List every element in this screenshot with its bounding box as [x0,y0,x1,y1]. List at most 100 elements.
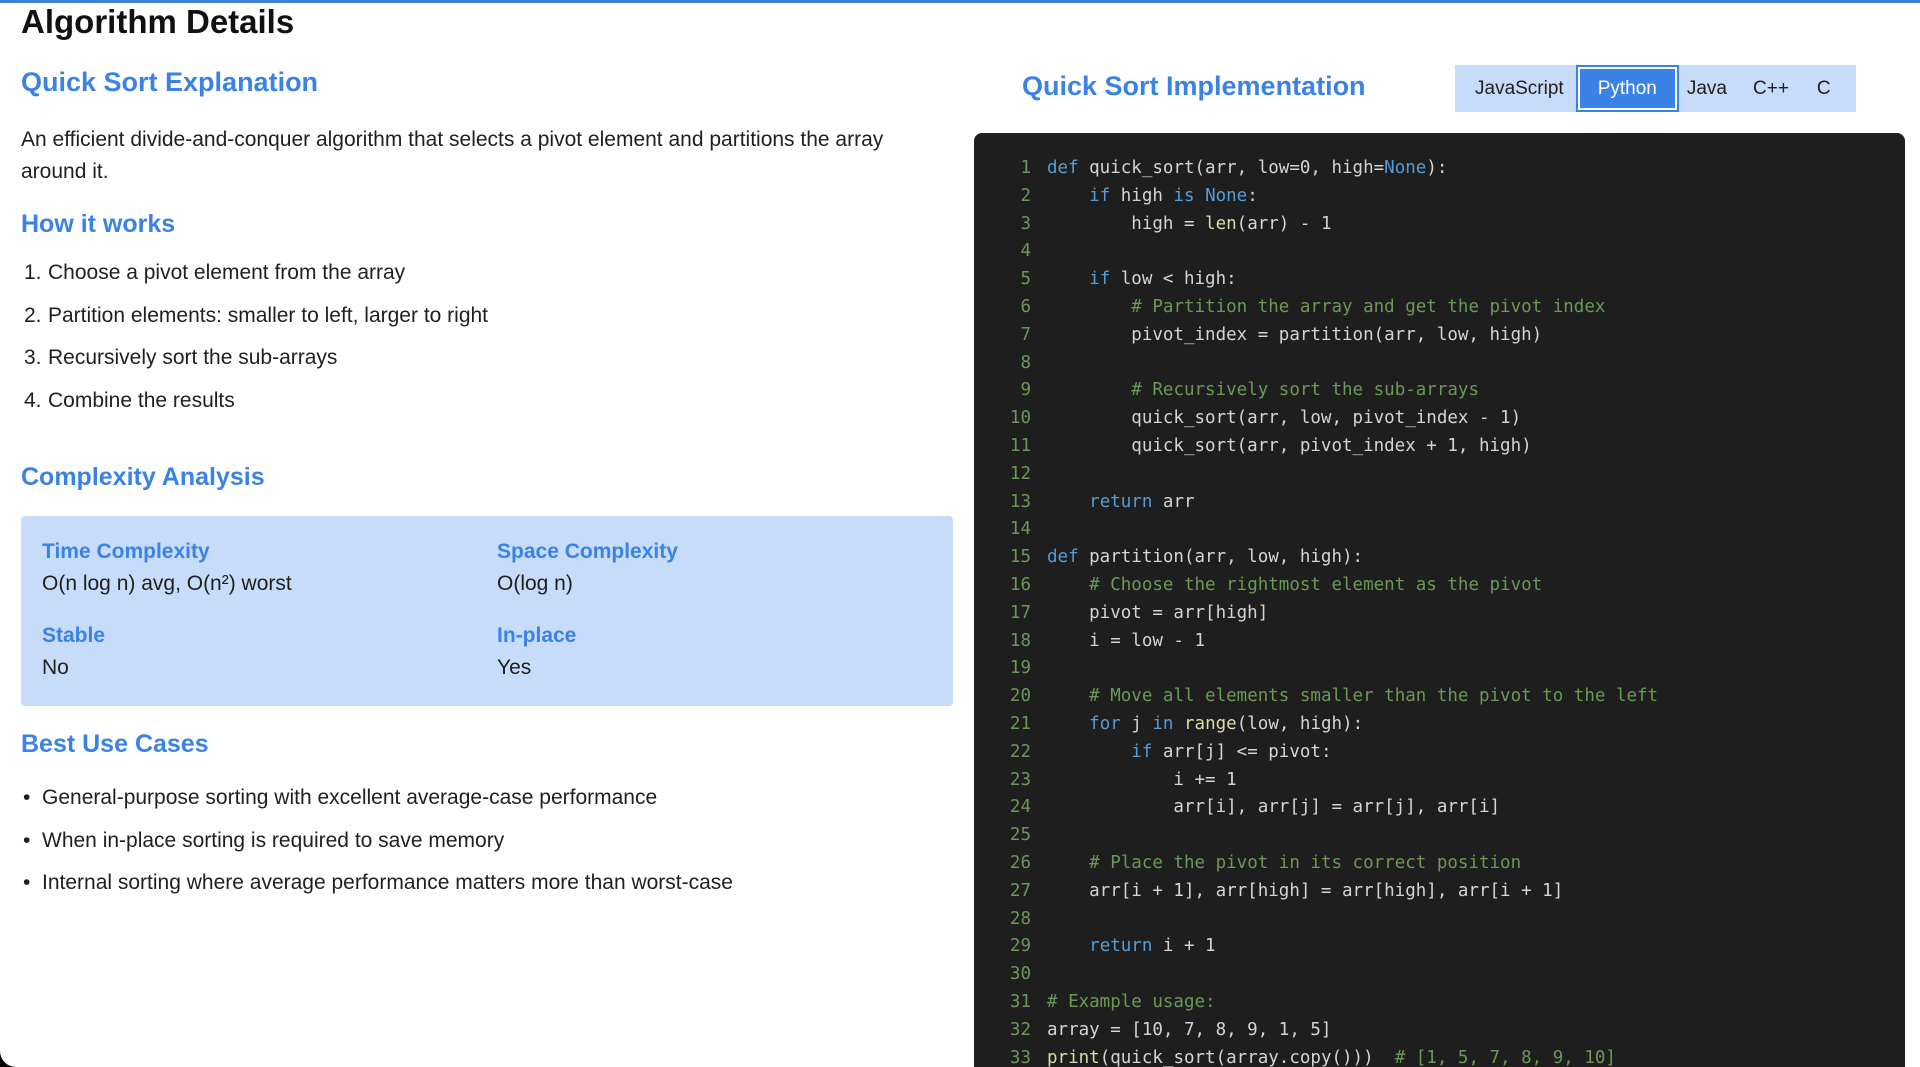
code-text: i += 1 [1047,769,1237,790]
use-case-item: • Internal sorting where average performa… [21,871,733,914]
code-text: high = len(arr) - 1 [1047,213,1332,234]
code-line: 28 [974,906,1658,934]
code-line: 19 [974,655,1658,683]
use-case-text: General-purpose sorting with excellent a… [42,786,658,809]
line-number: 9 [1020,380,1031,401]
line-number: 1 [1020,158,1031,178]
code-line: 25 [974,822,1658,850]
explanation-heading: Quick Sort Explanation [21,67,319,97]
code-text: if low < high: [1089,269,1237,290]
steps-list: 1.Choose a pivot element from the array … [21,261,488,431]
line-number: 23 [1009,769,1031,790]
code-text: if arr[j] <= pivot: [1131,741,1332,762]
code-line: 26 # Place the pivot in its correct posi… [974,850,1658,878]
code-line: 6 # Partition the array and get the pivo… [974,294,1658,322]
line-number: 6 [1020,296,1031,317]
line-number: 15 [1009,547,1031,568]
step-number: 1. [24,261,42,284]
bullet-icon: • [23,786,31,809]
use-cases-list: • General-purpose sorting with excellent … [21,786,733,914]
step-text: Choose a pivot element from the array [48,261,406,284]
code-text: pivot = arr[high] [1047,602,1269,623]
code-text: def partition(arr, low, high): [1047,547,1364,568]
code-text: # Partition the array and get the pivot … [1131,296,1606,317]
step-item: 4.Combine the results [21,389,488,432]
line-number: 26 [1009,852,1031,873]
line-number: 31 [1009,991,1031,1012]
code-text: for j in range(low, high): [1089,713,1364,734]
code-text: arr[i + 1], arr[high] = arr[high], arr[i… [1047,880,1564,901]
code-line: 27 arr[i + 1], arr[high] = arr[high], ar… [974,878,1658,906]
code-text: if high is None: [1089,185,1258,206]
use-case-item: • General-purpose sorting with excellent … [21,786,733,829]
how-it-works-heading: How it works [21,210,176,238]
step-number: 4. [24,388,42,412]
line-number: 21 [1009,713,1031,734]
code-text: quick_sort(arr, low, pivot_index - 1) [1047,408,1522,429]
algorithm-description: An efficient divide-and-conquer algorith… [21,128,884,183]
line-number: 12 [1009,463,1031,484]
code-line: 16 # Choose the rightmost element as the… [974,572,1658,600]
code-line: 3 high = len(arr) - 1 [974,211,1658,239]
code-line: 18 i = low - 1 [974,628,1658,656]
code-text: # Choose the rightmost element as the pi… [1089,574,1543,595]
code-text: print(quick_sort(array.copy())) # [1, 5,… [1047,1047,1616,1067]
code-line: 20 # Move all elements smaller than the … [974,683,1658,711]
line-number: 24 [1009,797,1031,818]
complexity-heading: Complexity Analysis [21,463,265,491]
line-number: 28 [1009,908,1031,929]
line-number: 5 [1020,269,1031,290]
code-line: 29 return i + 1 [974,933,1658,961]
code-line: 23 i += 1 [974,767,1658,795]
code-line: 9 # Recursively sort the sub-arrays [974,377,1658,405]
use-case-text: When in-place sorting is required to sav… [42,828,505,852]
code-line: 13 return arr [974,489,1658,517]
code-text: array = [10, 7, 8, 9, 1, 5] [1047,1019,1332,1040]
code-text: i = low - 1 [1047,630,1206,651]
code-text: arr[i], arr[j] = arr[j], arr[i] [1047,797,1501,818]
tab-python[interactable]: Python [1579,69,1675,108]
complexity-card: Time Complexity O(n log n) avg, O(n²) wo… [21,516,953,706]
bullet-icon: • [23,871,31,894]
page-title: Algorithm Details [21,3,295,40]
space-complexity-value: O(log n) [497,572,573,595]
line-number: 8 [1020,352,1031,373]
code-line: 17 pivot = arr[high] [974,600,1658,628]
tab-cpp[interactable]: C++ [1753,78,1789,99]
line-number: 7 [1020,324,1031,345]
code-line: 2 if high is None: [974,183,1658,211]
code-line: 11 quick_sort(arr, pivot_index + 1, high… [974,433,1658,461]
inplace-value: Yes [497,656,532,679]
step-text: Partition elements: smaller to left, lar… [48,303,489,327]
line-number: 19 [1009,658,1031,679]
line-number: 20 [1009,686,1031,707]
line-number: 33 [1009,1047,1031,1067]
code-line: 7 pivot_index = partition(arr, low, high… [974,322,1658,350]
tab-javascript[interactable]: JavaScript [1475,78,1564,99]
step-item: 2.Partition elements: smaller to left, l… [21,304,488,347]
tab-java[interactable]: Java [1686,78,1727,99]
line-number: 11 [1009,435,1031,456]
code-text: # Example usage: [1047,991,1216,1012]
code-line: 12 [974,461,1658,489]
line-number: 16 [1009,574,1031,595]
time-complexity-label: Time Complexity [42,540,210,563]
code-line: 14 [974,516,1658,544]
code-line: 4 [974,238,1658,266]
line-number: 14 [1009,519,1031,540]
code-line: 24 arr[i], arr[j] = arr[j], arr[i] [974,794,1658,822]
language-tabs: JavaScript Python Java C++ C [1455,65,1856,112]
code-text: return arr [1089,491,1195,512]
space-complexity-label: Space Complexity [497,540,678,563]
step-number: 2. [24,303,42,327]
code-line: 15 def partition(arr, low, high): [974,544,1658,572]
code-line: 31 # Example usage: [974,989,1658,1017]
best-use-cases-heading: Best Use Cases [21,730,209,758]
tab-c[interactable]: C [1816,78,1831,99]
use-case-text: Internal sorting where average performan… [42,871,733,894]
line-number: 13 [1009,491,1031,512]
